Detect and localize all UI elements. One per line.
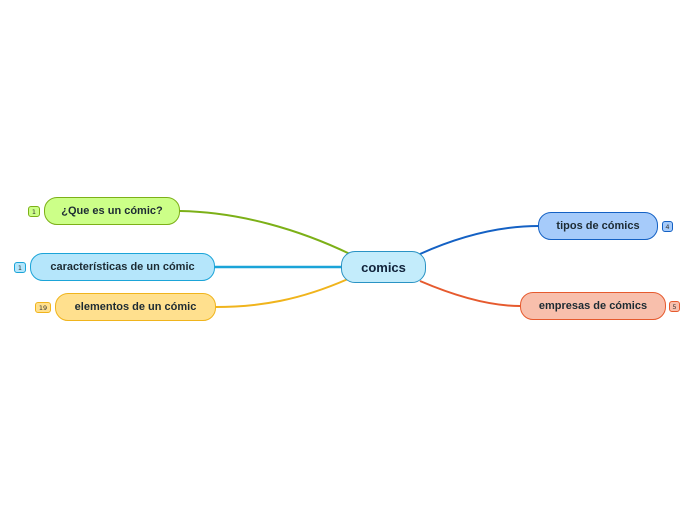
connector-tipos	[419, 225, 540, 255]
topic-count-badge-que-es[interactable]: 1	[28, 206, 40, 217]
topic-empresas-de-comics[interactable]: empresas de cómics	[520, 292, 666, 320]
topic-caracteristicas[interactable]: características de un cómic	[30, 253, 215, 281]
connector-empresas	[419, 280, 521, 307]
topic-count-badge-empresas[interactable]: 5	[669, 301, 680, 312]
topic-count-badge-tipos[interactable]: 4	[662, 221, 673, 232]
topic-count-badge-elementos[interactable]: 19	[35, 302, 51, 313]
topic-tipos-de-comics[interactable]: tipos de cómics	[538, 212, 658, 240]
central-topic[interactable]: comics	[341, 251, 426, 283]
connector-elementos	[214, 278, 349, 308]
connector-que-es	[179, 210, 351, 255]
topic-count-badge-caracteristicas[interactable]: 1	[14, 262, 26, 273]
topic-que-es-un-comic[interactable]: ¿Que es un cómic?	[44, 197, 180, 225]
topic-elementos[interactable]: elementos de un cómic	[55, 293, 216, 321]
